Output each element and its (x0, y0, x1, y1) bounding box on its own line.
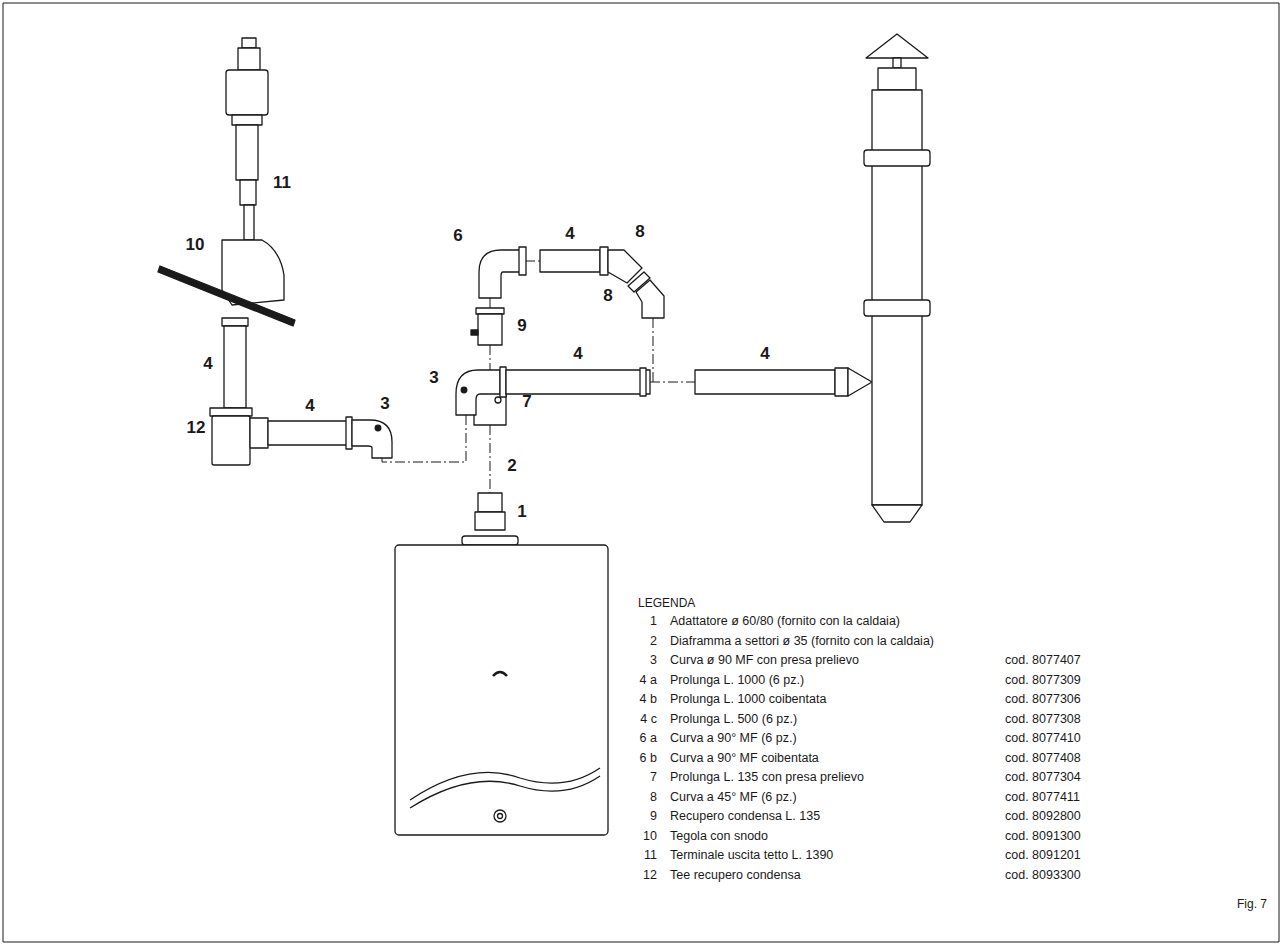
adapter (475, 493, 505, 530)
legend-code: cod. 8077408 (1005, 751, 1081, 765)
legend-description: Prolunga L. 135 con presa prelievo (670, 770, 864, 784)
legend-number: 4 b (640, 692, 657, 706)
callout-number: 3 (429, 368, 438, 388)
callout-number: 11 (273, 173, 291, 193)
callout-number: 8 (635, 222, 644, 242)
elbow-90 (479, 247, 526, 298)
legend-code: cod. 8091300 (1005, 829, 1081, 843)
frame (3, 3, 1279, 942)
legend-description: Terminale uscita tetto L. 1390 (670, 848, 833, 862)
callout-number: 10 (186, 235, 205, 255)
legend-description: Recupero condensa L. 135 (670, 809, 820, 823)
callout-number: 12 (187, 418, 206, 438)
legend-number: 11 (644, 848, 657, 862)
callout-number: 4 (565, 224, 574, 244)
legend-code: cod. 8077306 (1005, 692, 1081, 706)
legend-description: Curva a 45° MF (6 pz.) (670, 790, 797, 804)
legend-code: cod. 8077411 (1005, 790, 1080, 804)
legend-code: cod. 8077304 (1005, 770, 1081, 784)
elbow-with-sampling-point (346, 417, 392, 458)
roof-tile-joint (158, 240, 295, 326)
legend-code: cod. 8077410 (1005, 731, 1081, 745)
condensate-tee (210, 408, 268, 465)
legend-number: 10 (643, 829, 657, 843)
legend-number: 8 (650, 790, 657, 804)
legend-description: Curva ø 90 MF con presa prelievo (670, 653, 859, 667)
callout-number: 9 (517, 316, 526, 336)
callout-number: 1 (517, 502, 526, 522)
callout-number: 8 (603, 286, 612, 306)
legend-number: 9 (650, 809, 657, 823)
legend-number: 6 a (640, 731, 657, 745)
legend-description: Prolunga L. 500 (6 pz.) (670, 712, 797, 726)
legend-heading: LEGENDA (638, 597, 695, 611)
legend-number: 2 (650, 634, 657, 648)
legend-description: Curva a 90° MF coibentata (670, 751, 819, 765)
legend-number: 4 c (640, 712, 657, 726)
extension-pipe (222, 318, 248, 408)
pipe-cone (848, 368, 872, 396)
legend-description: Prolunga L. 1000 (6 pz.) (670, 673, 804, 687)
legend-number: 3 (650, 653, 657, 667)
legend-number: 7 (650, 770, 657, 784)
elbow-45 (600, 247, 664, 318)
roof-terminal (226, 38, 268, 240)
chimney (864, 34, 930, 522)
callout-number: 4 (203, 354, 212, 374)
legend-description: Adattatore ø 60/80 (fornito con la calda… (670, 614, 900, 628)
extension-pipe (268, 421, 348, 445)
boiler (395, 536, 608, 835)
figure-caption: Fig. 7 (1237, 898, 1267, 912)
legend-code: cod. 8077308 (1005, 712, 1081, 726)
legend-description: Tee recupero condensa (670, 868, 801, 882)
callout-number: 4 (760, 344, 769, 364)
legend-code: cod. 8093300 (1005, 868, 1081, 882)
callout-number: 3 (380, 394, 389, 414)
pipe-collar (835, 368, 848, 396)
callout-number: 4 (573, 344, 582, 364)
callout-number: 2 (507, 456, 516, 476)
callout-number: 7 (522, 392, 531, 412)
legend-number: 1 (650, 614, 657, 628)
elbow-with-sampling-point (456, 367, 506, 415)
extension-pipe (695, 370, 835, 394)
callout-number: 6 (453, 226, 462, 246)
legend-number: 12 (643, 868, 657, 882)
centre-lines (382, 261, 695, 493)
legend-description: Curva a 90° MF (6 pz.) (670, 731, 797, 745)
legend-description: Diaframma a settori ø 35 (fornito con la… (670, 634, 934, 648)
legend-number: 4 a (640, 673, 657, 687)
callout-number: 4 (305, 396, 314, 416)
legend-number: 6 b (640, 751, 657, 765)
extension-pipe (506, 370, 650, 394)
legend-code: cod. 8077407 (1005, 653, 1081, 667)
legend-description: Tegola con snodo (670, 829, 768, 843)
legend-code: cod. 8091201 (1005, 848, 1081, 862)
extension-pipe (540, 250, 600, 272)
condensate-recovery (471, 308, 504, 345)
pipe-collar (640, 368, 646, 396)
legend-code: cod. 8092800 (1005, 809, 1081, 823)
legend-code: cod. 8077309 (1005, 673, 1081, 687)
legend-description: Prolunga L. 1000 coibentata (670, 692, 826, 706)
